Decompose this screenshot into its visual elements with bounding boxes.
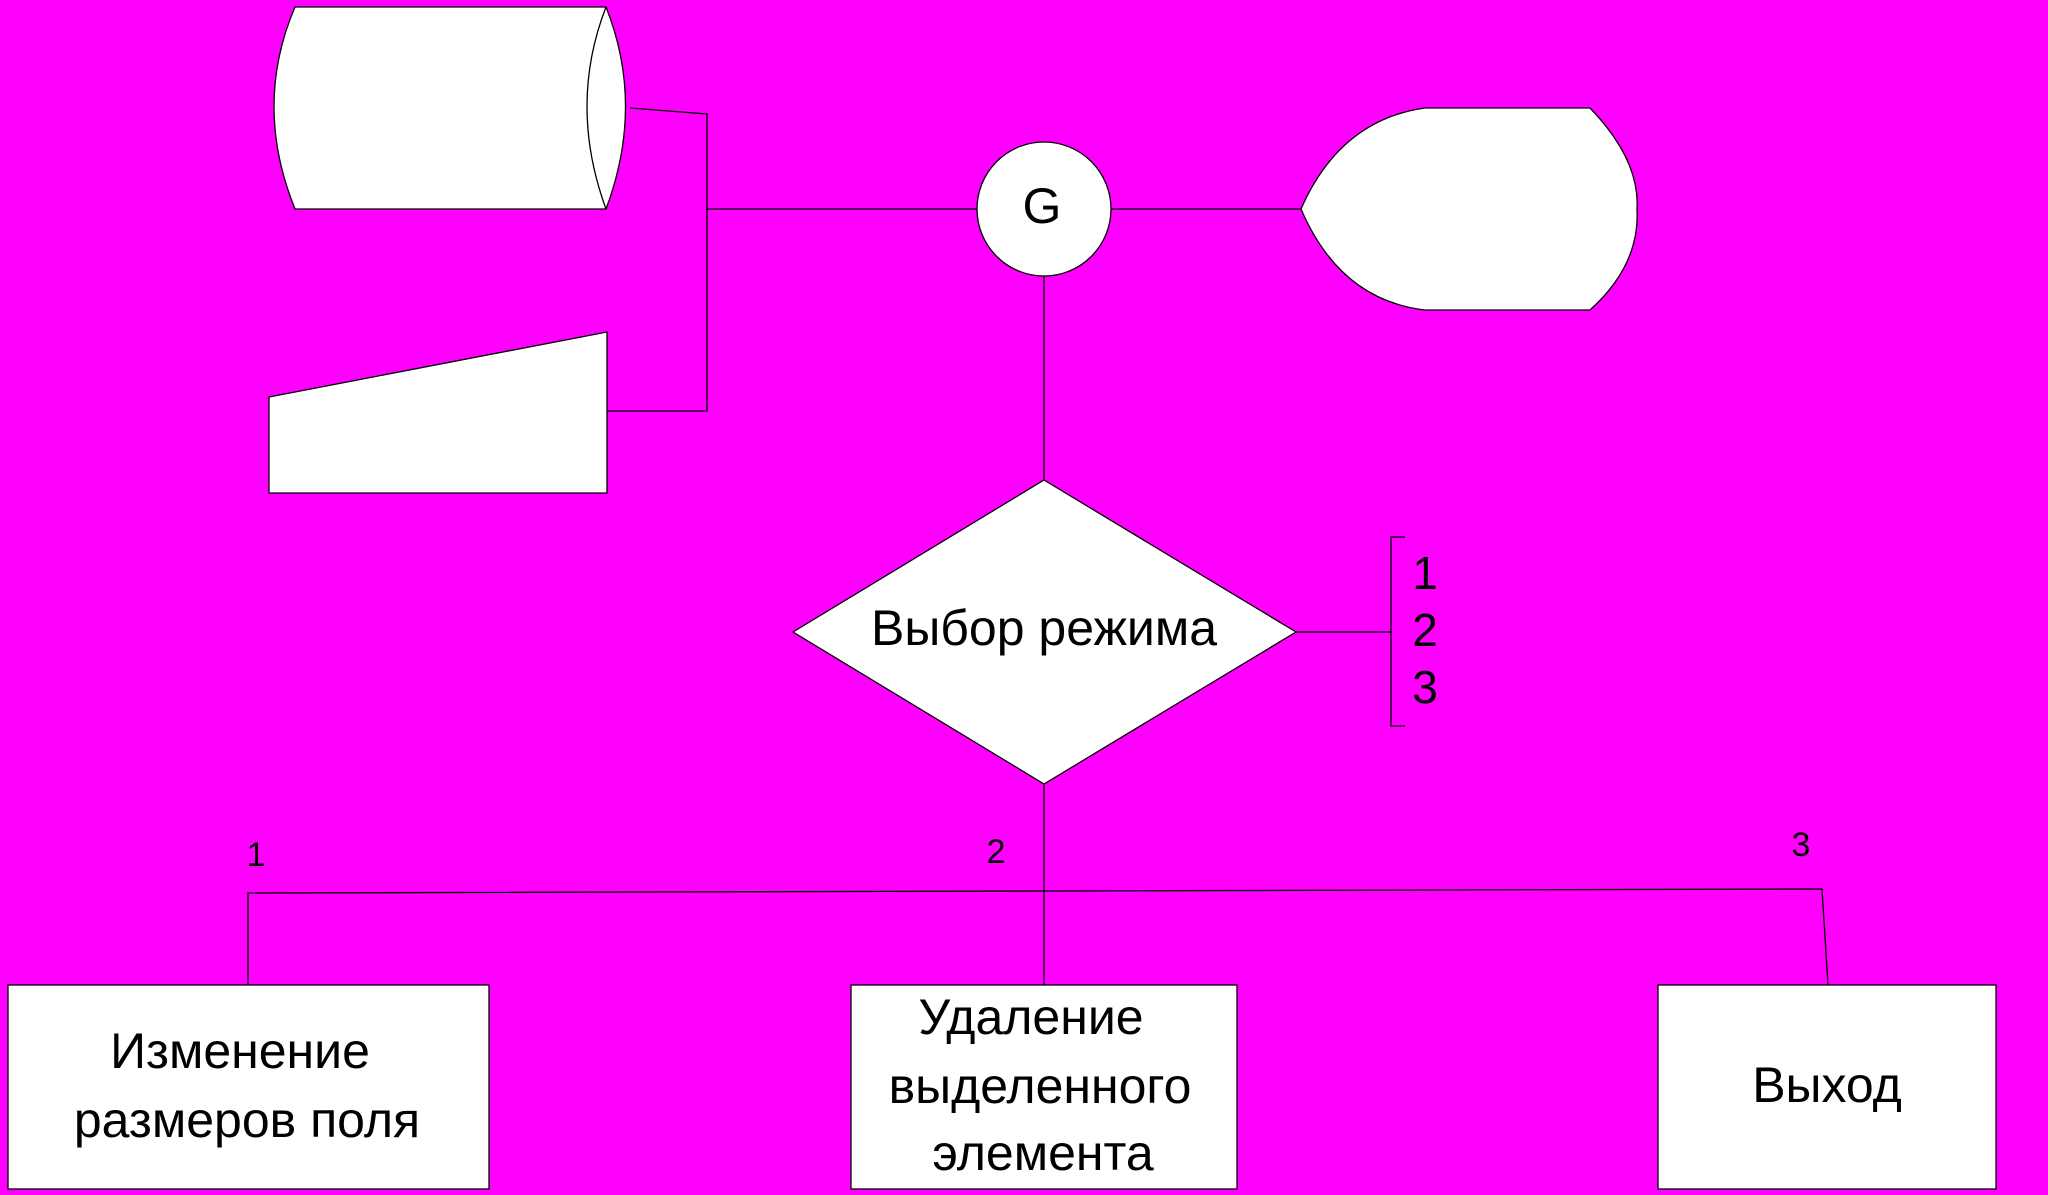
process-label: размеров поля <box>74 1092 420 1148</box>
process-box-resize-field: Изменение размеров поля <box>7 984 490 1190</box>
stored-data-shape <box>273 6 627 210</box>
process-label: элемента <box>932 1125 1154 1181</box>
top-connectors <box>607 107 1301 480</box>
process-box-exit: Выход <box>1657 984 1997 1190</box>
connector-circle <box>976 141 1112 277</box>
option-label: 3 <box>1412 661 1438 713</box>
process-label: Выход <box>1752 1057 1902 1113</box>
connector-label: G <box>1023 178 1062 234</box>
process-label: выделенного <box>889 1058 1192 1114</box>
branch-number: 2 <box>987 833 1006 871</box>
display-shape <box>1300 107 1638 311</box>
option-label: 1 <box>1412 547 1438 599</box>
branch-connectors <box>247 784 1829 986</box>
decision-node: Выбор режима <box>791 479 1298 785</box>
branch-number: 1 <box>247 836 266 874</box>
option-label: 2 <box>1412 604 1438 656</box>
process-label: Изменение <box>110 1023 370 1079</box>
branch-number: 3 <box>1792 826 1811 864</box>
decision-annotation: 1 2 3 <box>1296 536 1438 727</box>
decision-label: Выбор режима <box>871 600 1217 656</box>
process-box-delete-element: Удаление выделенного элемента <box>850 984 1238 1190</box>
connector-node: G <box>976 141 1112 277</box>
process-label: Удаление <box>918 989 1143 1045</box>
manual-input-shape <box>268 331 608 494</box>
